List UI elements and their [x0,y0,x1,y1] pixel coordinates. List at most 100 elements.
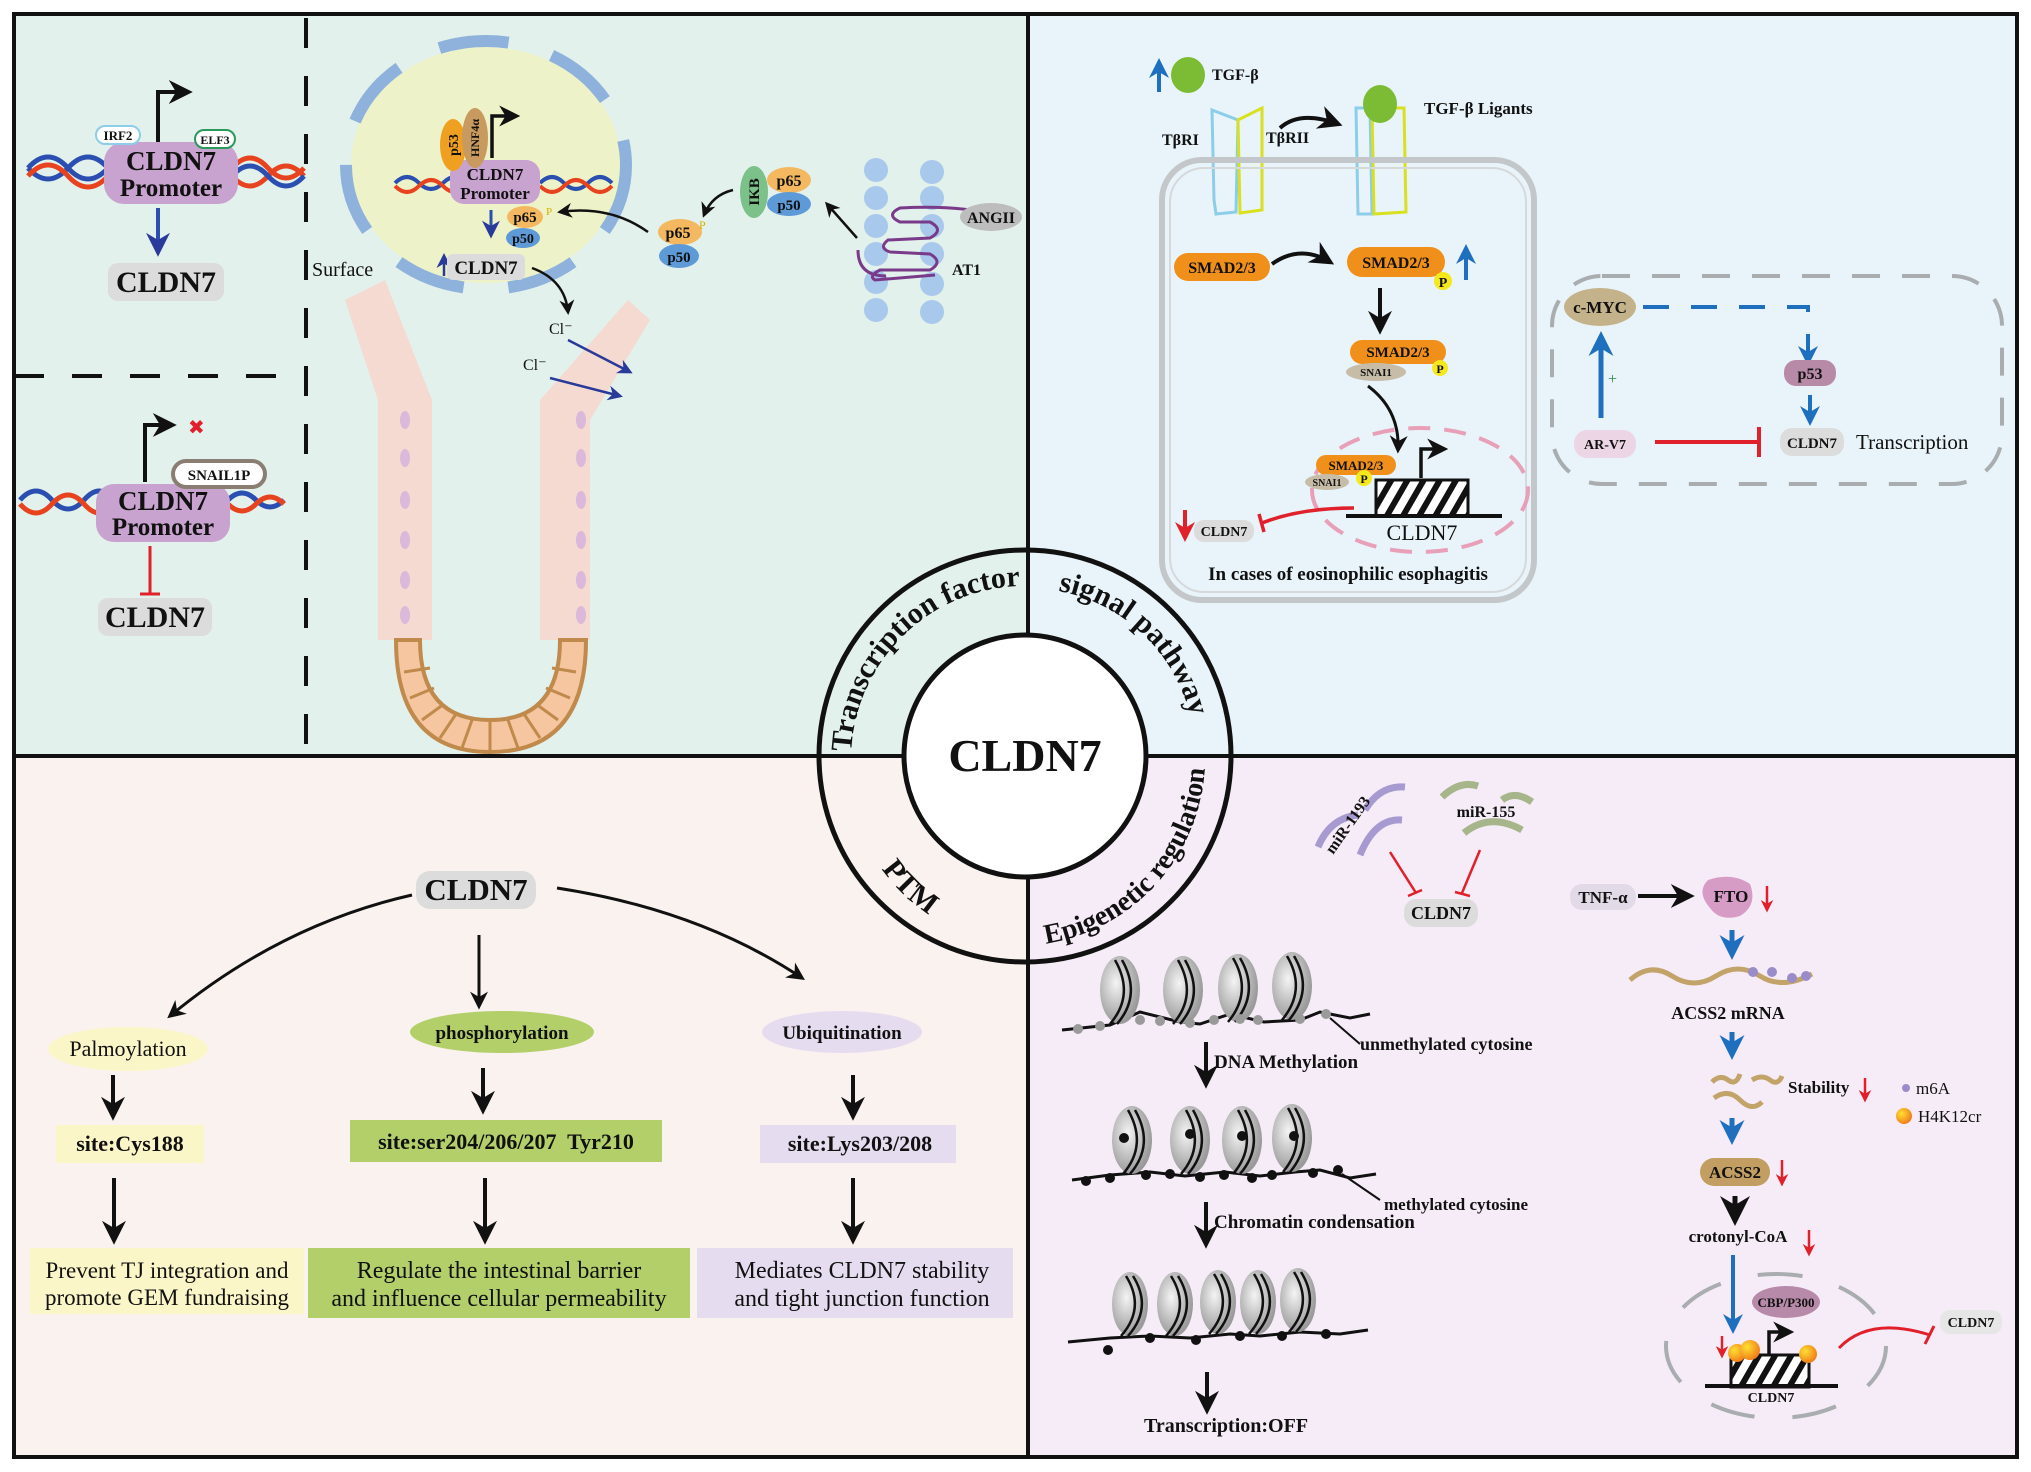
hnf4a-label: HNF4α [468,119,482,157]
h4k12cr-legend-icon [1896,1108,1912,1124]
step-label: DNA Methylation [1214,1052,1359,1073]
dna-strand [226,494,286,514]
chromatin-outline [1664,1272,1888,1420]
inhibition-bar [1454,890,1471,898]
phospho-label: P [699,218,706,232]
crypt-base [393,638,589,755]
arv7-protein [1574,430,1636,458]
cmyc-loop: c-MYC p53 + AR-V7 CLDN7 Transcription [1550,274,2004,486]
m6a-legend-icon [1902,1084,1910,1092]
ptm-root-box [416,871,536,909]
p65-factor [658,219,702,245]
cldn7-box [1940,1310,2002,1334]
cldn7-product: CLDN7 [1948,1316,1995,1331]
chloride-ion: Cl⁻ [523,357,547,374]
fto-acss2-pathway: TNF-α FTO ACSS2 mRNA Stability m6A H4K12… [1570,876,2002,1420]
ptm-site-label: site:Cys188 [76,1131,184,1156]
m6a-legend-label: m6A [1916,1079,1951,1098]
crotonyl-label: crotonyl-CoA [1689,1227,1789,1246]
promoter-label: CLDN7 [467,165,524,184]
snai1-protein [1346,363,1406,381]
smad-protein [1174,253,1270,281]
degraded-mrna [1710,1073,1785,1109]
receptor-type1 [1210,107,1240,216]
ptm-type-label: phosphorylation [435,1023,568,1044]
inhibition-bar [1257,513,1266,533]
ikb-factor [740,166,768,218]
phospho-label: P [546,206,552,218]
panel-signal-pathway [1028,14,2017,756]
tss-arrow [156,80,193,142]
tnf-label: TNF-α [1578,888,1628,907]
at1-label: AT1 [952,262,981,279]
smad-label: SMAD2/3 [1366,345,1429,361]
p65-factor [767,167,811,193]
inhibition-bar [1923,1325,1936,1345]
ptm-root: CLDN7 [424,872,527,907]
release-arrow [701,188,734,218]
nucleosome-row [1112,1104,1312,1175]
ptm-tree: CLDN7 Palmoylation site:Cys188 Prevent T… [30,871,1013,1318]
promoter-repression: CLDN7 Promoter ✖ SNAIL1P CLDN7 [18,413,286,636]
dna-strand [226,490,286,510]
inhibition-line [1460,849,1482,894]
dna-methylation: unmethylated cytosine DNA Methylation me… [1061,952,1533,1437]
promoter-label: CLDN7 [126,146,216,176]
p50-label: p50 [512,232,534,247]
crotonyl-mark [1799,1345,1817,1363]
cldn7-product: CLDN7 [454,258,518,279]
tss-arrow [1419,438,1449,478]
hnf4a-factor [462,108,488,168]
surface-label: Surface [312,259,373,281]
cldn7-product: CLDN7 [1787,436,1838,452]
fto-protein [1702,876,1753,918]
tss-arrow [143,413,177,482]
ptm-effect-box [30,1248,304,1314]
smad-protein [1316,455,1396,475]
ptm-site-label: site:Lys203/208 [788,1131,932,1156]
cbp-p300 [1752,1286,1820,1318]
cell-boundary [1159,157,1537,603]
transcription-label: Transcription [1856,430,1969,454]
promoter-box [96,484,230,542]
dna-strand [230,163,306,189]
ptm-type-ubiquitination [762,1011,922,1053]
p65-factor [507,206,543,228]
ptm-type-palmoylation [48,1027,208,1071]
promoter-box [450,160,540,204]
crypt-epithelium [345,280,432,640]
cmyc-protein [1564,288,1636,326]
chloride-arrow [549,376,623,401]
angii-ligand [960,203,1022,231]
intestinal-crypt: Surface CLDN7 Promoter p53 HNF4α p65 P p… [312,35,650,755]
inhibition-line [1388,851,1418,894]
ptm-type-phosphorylation [410,1011,594,1053]
receptor-type2 [1236,105,1264,215]
cldn7-box [1194,520,1254,542]
acss2-protein [1700,1158,1770,1186]
p50-factor [506,228,540,248]
ikb-label: IKB [747,178,763,206]
mirna-label: miR-155 [1457,804,1516,821]
translocation-arrow [1367,384,1408,454]
translocation-arrow [557,202,649,234]
ptm-effect-line: Regulate the intestinal barrier [357,1258,642,1284]
promoter-activation: CLDN7 Promoter IRF2 ELF3 CLDN7 [26,80,306,301]
label-leader [1329,1017,1361,1045]
phospho-label: P [1436,362,1443,376]
activation-arrow [1270,241,1335,266]
promoter-label: Promoter [112,514,214,541]
hub-center-label: CLDN7 [948,730,1101,781]
acss2-label: ACSS2 [1709,1163,1761,1182]
cldn7-box [98,598,212,636]
ptm-effect-line: promote GEM fundraising [45,1285,290,1310]
cldn7-box [447,254,525,280]
elf3-badge [194,129,236,149]
ligands-label: TGF-β Ligants [1424,99,1533,118]
crypt-epithelium [540,300,650,640]
snai1-protein [1305,474,1349,490]
cldn7-product: CLDN7 [1201,525,1248,540]
irf2-badge [95,125,141,145]
cbp-label: CBP/P300 [1757,1295,1814,1310]
promoter-label: Promoter [460,184,530,203]
